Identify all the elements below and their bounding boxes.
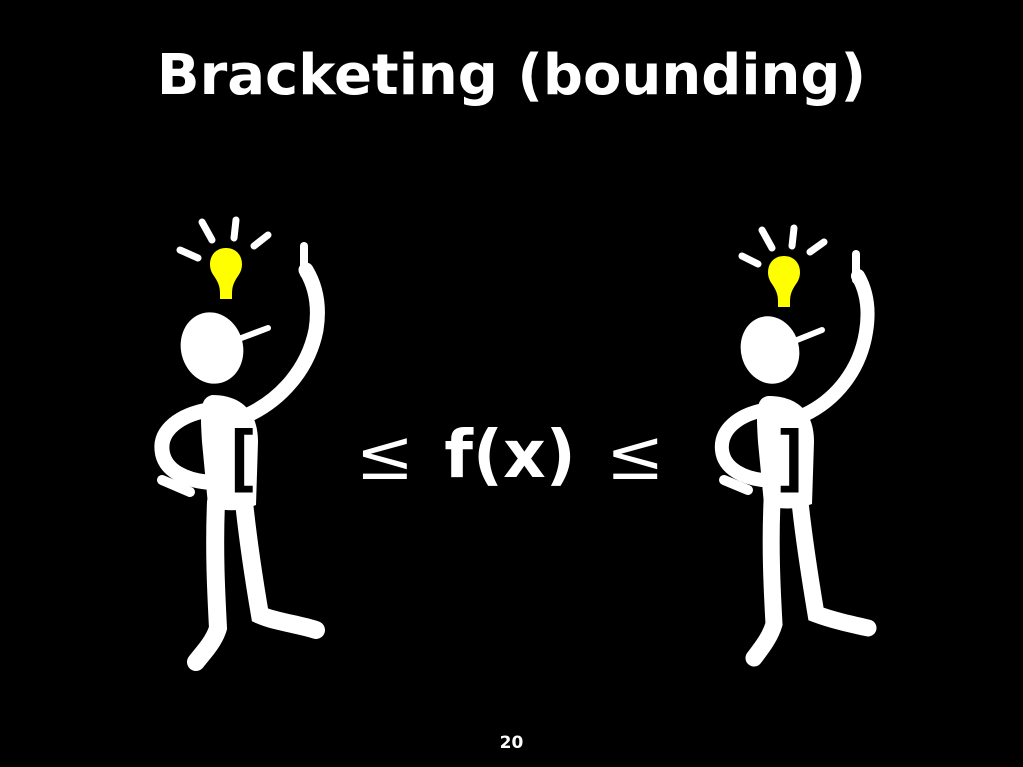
less-or-equal-left: ≤ [355,414,415,496]
left-bracket: [ [220,416,264,500]
page-number: 20 [499,733,524,753]
less-or-equal-right: ≤ [605,414,665,496]
function-text: f(x) [444,416,576,493]
inequality-expression: ≤ f(x) ≤ [340,405,680,505]
left-thinking-person-icon [140,210,350,680]
right-thinking-person-icon [700,220,900,680]
slide-title: Bracketing (bounding) [156,43,867,108]
right-bracket: ] [770,416,814,500]
